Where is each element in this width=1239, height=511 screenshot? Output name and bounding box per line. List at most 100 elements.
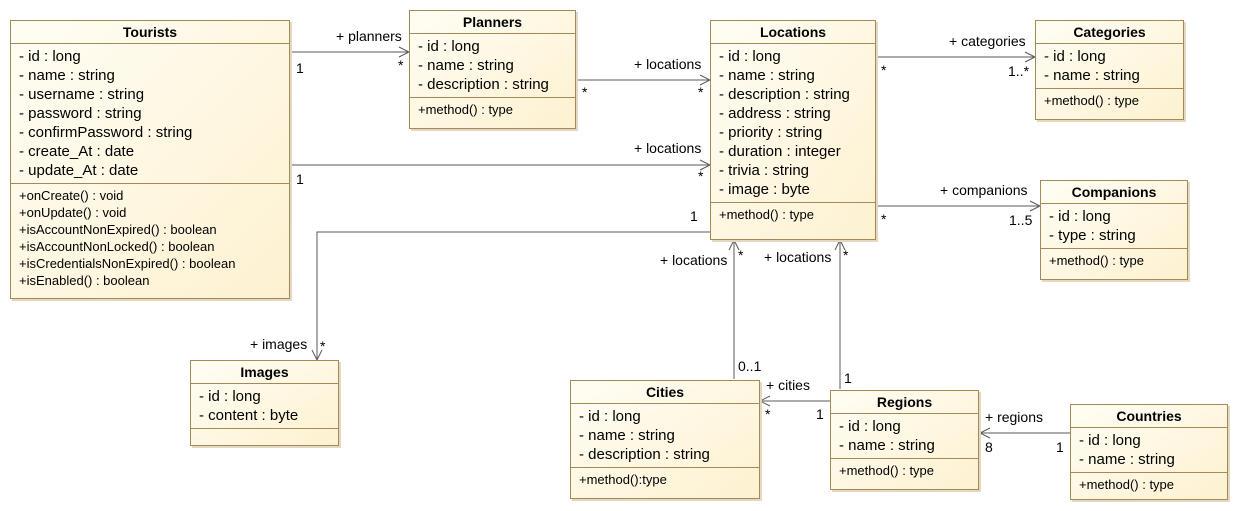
mult-locations-companions-target: 1..5 [1009,212,1033,228]
attribute: - id : long [1049,208,1111,225]
assoc-locations-images [316,231,710,359]
class-countries[interactable]: Countries - id : long - name : string +m… [1070,404,1228,500]
attribute: - priority : string [719,124,823,141]
mult-regions-cities-target: * [765,406,771,422]
mult-tourists-planners-source: 1 [296,60,304,76]
role-planners-locations: + locations [634,56,702,72]
class-regions[interactable]: Regions - id : long - name : string +met… [830,390,979,490]
mult-locations-categories-source: * [881,62,887,78]
attribute: - id : long [579,408,641,425]
class-planners[interactable]: Planners - id : long - name : string - d… [409,10,576,129]
mult-locations-companions-source: * [881,211,887,227]
mult-planners-locations-source: * [582,84,588,100]
operation: +onUpdate() : void [19,205,127,220]
operations-compartment: +method() : type [711,203,875,226]
role-planners: + planners [336,28,402,44]
class-name: Companions [1041,181,1187,204]
mult-locations-images-target: * [320,338,326,354]
role-regions-locations: + locations [764,249,832,265]
class-name: Cities [571,381,759,404]
operation: +method() : type [1079,477,1175,492]
class-locations[interactable]: Locations - id : long - name : string - … [710,20,876,240]
mult-regions-cities-source: 1 [816,406,824,422]
class-name: Locations [711,21,875,44]
operation: +method() : type [719,207,815,222]
mult-countries-regions-target: 8 [985,439,993,455]
mult-planners-locations-target: * [698,84,704,100]
operations-compartment [191,429,338,435]
attribute: - id : long [19,48,81,65]
mult-tourists-locations-source: 1 [296,171,304,187]
class-images[interactable]: Images - id : long - content : byte [190,360,339,446]
operations-compartment: +method() : type [1071,473,1227,496]
attributes-compartment: - id : long - name : string - descriptio… [410,34,575,98]
operation: +method() : type [1044,93,1140,108]
attribute: - id : long [418,38,480,55]
attribute: - type : string [1049,227,1136,244]
attribute: - image : byte [719,181,810,198]
attribute: - name : string [418,57,514,74]
mult-regions-locations-target: * [843,247,849,263]
mult-countries-regions-source: 1 [1056,439,1064,455]
class-cities[interactable]: Cities - id : long - name : string - des… [570,380,760,499]
role-images: + images [250,336,308,352]
class-companions[interactable]: Companions - id : long - type : string +… [1040,180,1188,280]
attribute: - name : string [1044,67,1140,84]
attribute: - password : string [19,105,142,122]
mult-tourists-locations-target: * [698,168,704,184]
role-tourists-locations: + locations [634,140,702,156]
operations-compartment: +method() : type [831,459,978,482]
attributes-compartment: - id : long - content : byte [191,384,338,429]
role-cities-locations: + locations [660,252,728,268]
attribute: - trivia : string [719,162,810,179]
role-regions: + regions [985,409,1043,425]
class-name: Regions [831,391,978,414]
arrowhead [758,395,771,407]
operation: +method() : type [839,463,935,478]
attribute: - name : string [719,67,815,84]
class-name: Countries [1071,405,1227,428]
role-cities: + cities [766,377,810,393]
mult-tourists-planners-target: * [398,57,404,73]
class-tourists[interactable]: Tourists - id : long - name : string - u… [10,20,290,299]
operations-compartment: +method() : type [1041,249,1187,272]
mult-regions-locations-source: 1 [844,370,852,386]
role-categories: + categories [949,33,1026,49]
attribute: - name : string [19,67,115,84]
attribute: - create_At : date [19,143,135,160]
attribute: - id : long [839,418,901,435]
attribute: - name : string [1079,451,1175,468]
class-name: Planners [410,11,575,34]
mult-cities-locations-source: 0..1 [738,358,762,374]
operation: +isEnabled() : boolean [19,273,150,288]
operations-compartment: +onCreate() : void +onUpdate() : void +i… [11,184,289,292]
operation: +isCredentialsNonExpired() : boolean [19,256,236,271]
attribute: - id : long [719,48,781,65]
attributes-compartment: - id : long - type : string [1041,204,1187,249]
attribute: - id : long [1044,48,1106,65]
attribute: - name : string [579,427,675,444]
attribute: - id : long [1079,432,1141,449]
attribute: - description : string [719,86,850,103]
operation: +method() : type [1049,253,1145,268]
attribute: - content : byte [199,407,299,424]
class-categories[interactable]: Categories - id : long - name : string +… [1035,20,1184,120]
attribute: - address : string [719,105,831,122]
attribute: - update_At : date [19,162,139,179]
attribute: - username : string [19,86,145,103]
class-name: Images [191,361,338,384]
arrowhead [728,238,740,251]
mult-locations-images-source: 1 [690,208,698,224]
mult-cities-locations-target: * [738,247,744,263]
class-name: Tourists [11,21,289,44]
operation: +method() : type [418,102,514,117]
attributes-compartment: - id : long - name : string [1071,428,1227,473]
operations-compartment: +method():type [571,468,759,491]
operation: +method():type [579,472,667,487]
operation: +isAccountNonLocked() : boolean [19,239,215,254]
attributes-compartment: - id : long - name : string [831,414,978,459]
operations-compartment: +method() : type [410,98,575,121]
mult-locations-categories-target: 1..* [1008,63,1030,79]
role-companions: + companions [940,182,1028,198]
